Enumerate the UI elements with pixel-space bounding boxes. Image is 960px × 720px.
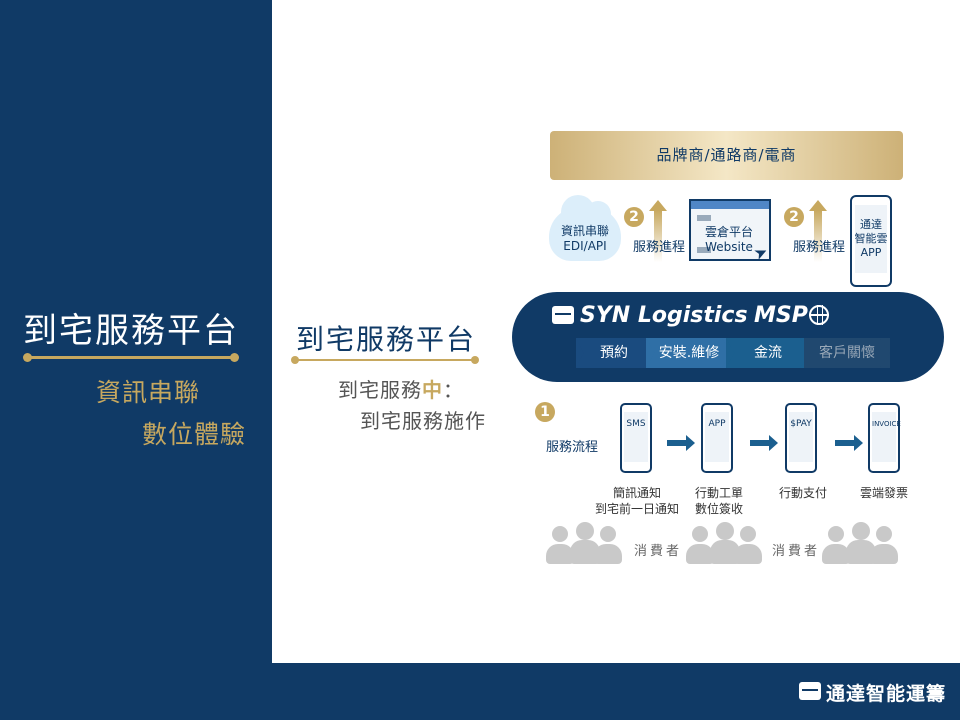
middle-title: 到宅服務平台: [296, 323, 477, 356]
company-name: 通達智能運籌: [826, 683, 947, 705]
step-booking: 預約: [576, 338, 652, 368]
consumer-label-right: 消費者: [772, 544, 821, 559]
flow-caption-sms-line2: 到宅前一日通知: [594, 502, 679, 516]
people-icon: [822, 522, 898, 564]
brand-bar: 品牌商/通路商/電商: [550, 131, 903, 180]
sms-screen: SMS: [624, 412, 648, 462]
right-arrow-icon: [667, 435, 695, 451]
middle-line-1-suffix: ：: [443, 378, 464, 402]
middle-line-1: 到宅服務中：: [338, 374, 464, 403]
middle-title-rule: [291, 356, 479, 364]
pay-phone-icon: $PAY: [785, 403, 817, 473]
step-install-repair-label: 安裝.維修: [658, 345, 720, 361]
flow-caption-sms-line1: 簡訊通知: [612, 486, 661, 500]
cloud-label: 資訊串聯 EDI/API: [549, 224, 621, 254]
cloud-label-line2: EDI/API: [563, 239, 607, 253]
phone-screen: [855, 205, 887, 273]
website-label-line2: Website: [705, 240, 753, 254]
step-number-2-right: 2: [784, 207, 804, 227]
right-arrow-icon: [750, 435, 778, 451]
invoice-screen: INVOICE: [872, 412, 901, 462]
up-arrow-right-icon: [809, 200, 827, 262]
app-label: 通達 智能雲 APP: [850, 218, 892, 260]
globe-icon: [809, 305, 829, 325]
step-booking-label: 預約: [600, 345, 628, 361]
website-strip: [697, 247, 711, 253]
flow-caption-invoice: 雲端發票: [859, 486, 908, 500]
pay-screen: $PAY: [789, 412, 813, 462]
left-title-rule: [23, 353, 239, 362]
syn-logo-icon: [552, 306, 574, 324]
people-icon: [686, 522, 762, 564]
people-icon: [546, 522, 622, 564]
sms-phone-icon: SMS: [620, 403, 652, 473]
middle-line-1-highlight: 中: [422, 378, 443, 402]
step-install-repair: 安裝.維修: [646, 338, 732, 368]
step-customer-care-label: 客戶關懷: [819, 345, 875, 361]
left-panel: [0, 0, 272, 720]
flow-caption-sms: 簡訊通知 到宅前一日通知: [592, 485, 682, 517]
app-phone-icon: APP: [701, 403, 733, 473]
flow-label: 服務流程: [546, 440, 599, 455]
right-arrow-icon: [835, 435, 863, 451]
app-screen: APP: [705, 412, 729, 462]
msp-label: MSP: [754, 303, 808, 328]
step-payment-label: 金流: [754, 345, 782, 361]
progress-label-left: 服務進程: [633, 240, 686, 255]
middle-line-2: 到宅服務施作: [360, 409, 486, 433]
left-subtitle-1: 資訊串聯: [96, 378, 201, 407]
cloud-icon: [549, 195, 621, 261]
website-icon: [689, 199, 771, 261]
app-label-line2: 智能雲: [854, 232, 888, 245]
progress-label-right: 服務進程: [793, 240, 846, 255]
website-label: 雲倉平台 Website: [693, 225, 765, 255]
website-label-line1: 雲倉平台: [704, 225, 753, 239]
company-logo-icon: [799, 682, 821, 700]
app-label-line1: 通達: [860, 218, 882, 231]
consumer-label-left: 消費者: [634, 544, 683, 559]
invoice-phone-icon: INVOICE: [868, 403, 901, 473]
middle-line-1-prefix: 到宅服務: [338, 378, 422, 402]
up-arrow-left-icon: [649, 200, 667, 262]
website-titlebar: [691, 201, 769, 209]
step-number-2-left: 2: [624, 207, 644, 227]
cloud-label-line1: 資訊串聯: [560, 224, 609, 238]
step-customer-care: 客戶關懷: [804, 338, 890, 368]
flow-caption-app-line2: 數位簽收: [694, 502, 743, 516]
platform-name: SYN Logistics: [580, 303, 748, 328]
website-strip: [697, 215, 711, 221]
step-payment: 金流: [726, 338, 810, 368]
flow-caption-app: 行動工單 數位簽收: [688, 485, 750, 517]
left-subtitle-2: 數位體驗: [142, 420, 247, 449]
app-label-line3: APP: [860, 246, 882, 259]
flow-caption-app-line1: 行動工單: [694, 486, 743, 500]
flow-caption-pay: 行動支付: [778, 486, 827, 500]
step-number-1: 1: [535, 402, 555, 422]
left-title: 到宅服務平台: [23, 311, 239, 351]
phone-icon: [850, 195, 892, 287]
